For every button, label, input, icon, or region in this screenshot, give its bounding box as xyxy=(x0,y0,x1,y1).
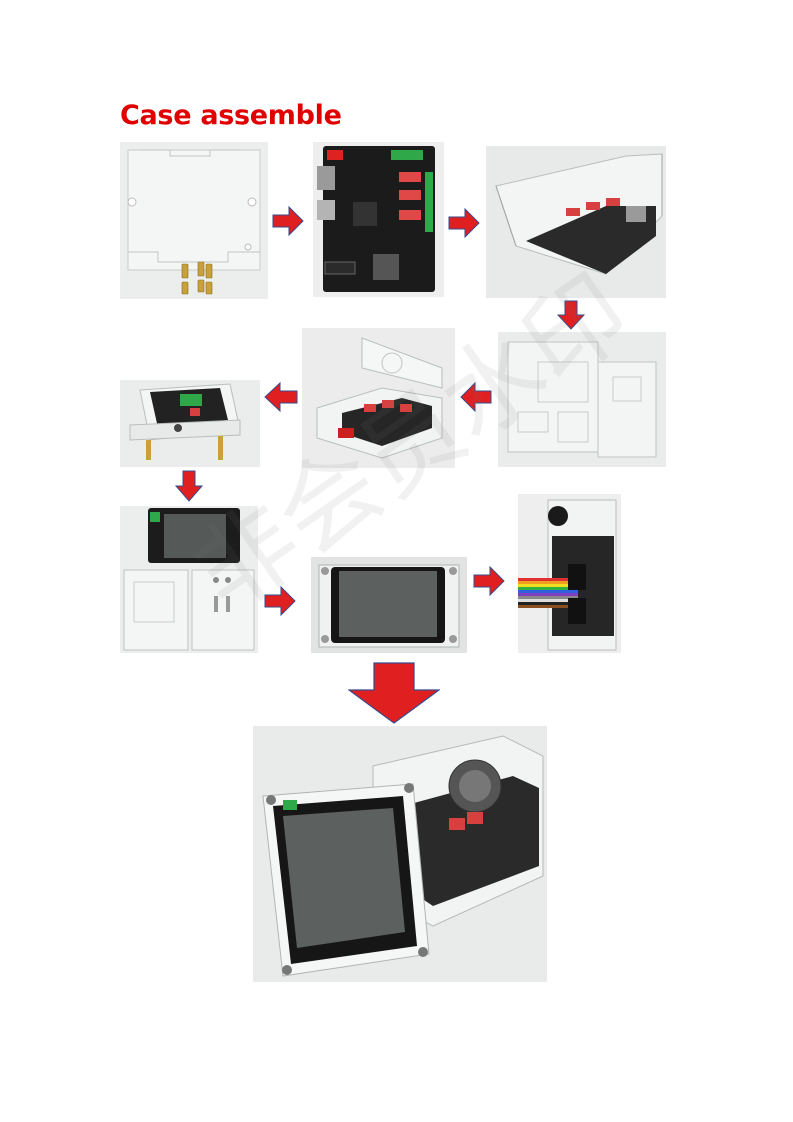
down-arrow-icon xyxy=(348,662,440,724)
photo-acrylic-side-panels xyxy=(498,332,666,467)
photo-case-with-lid-open xyxy=(302,328,455,468)
photo-ribbon-cable-connection xyxy=(518,494,621,653)
down-arrow-icon xyxy=(557,300,585,330)
right-arrow-icon xyxy=(473,566,505,596)
photo-closed-case-with-standoffs xyxy=(120,380,260,467)
page-title: Case assemble xyxy=(120,100,342,131)
left-arrow-icon xyxy=(264,382,298,412)
photo-display-in-acrylic-frame xyxy=(311,557,467,653)
photo-display-and-front-panels xyxy=(120,506,258,653)
right-arrow-icon xyxy=(264,586,296,616)
right-arrow-icon xyxy=(448,208,480,238)
photo-board-in-open-case xyxy=(486,146,666,298)
photo-controller-board xyxy=(313,142,444,297)
left-arrow-icon xyxy=(460,382,492,412)
right-arrow-icon xyxy=(272,206,304,236)
photo-assembled-case-final xyxy=(253,726,547,982)
down-arrow-icon xyxy=(175,470,203,502)
photo-acrylic-plate-and-standoffs xyxy=(120,142,268,299)
